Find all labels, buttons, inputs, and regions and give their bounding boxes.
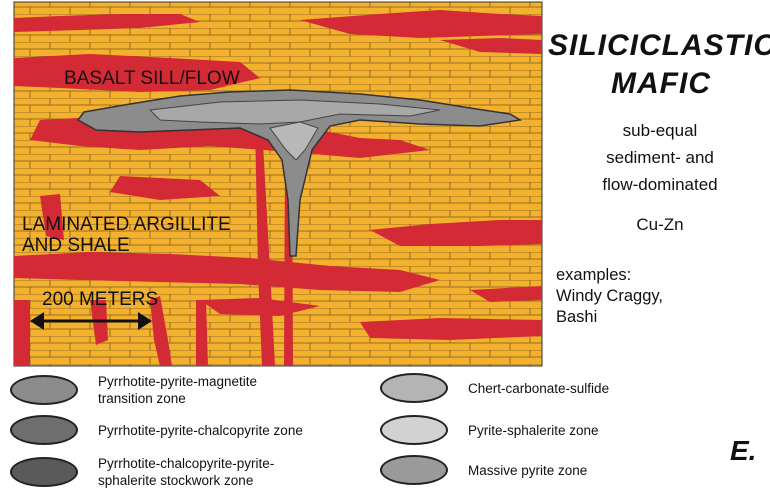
legend-item: Pyrrhotite-pyrite-chalcopyrite zone — [10, 415, 303, 445]
legend-item: Pyrrhotite-chalcopyrite-pyrite- sphaleri… — [10, 455, 274, 489]
title-line2: MAFIC — [611, 67, 711, 100]
examples-line2: Bashi — [556, 308, 598, 326]
basalt-layers — [14, 10, 542, 366]
desc-line2: sediment- and — [606, 148, 714, 167]
legend-item: Massive pyrite zone — [380, 455, 587, 485]
cross-section-diagram: BASALT SILL/FLOW LAMINATED ARGILLITE AND… — [13, 1, 543, 367]
legend-swatch — [10, 457, 78, 487]
legend-swatch — [380, 415, 448, 445]
argillite-label-line1: LAMINATED ARGILLITE — [22, 214, 231, 235]
legend-label: Pyrrhotite-chalcopyrite-pyrite- sphaleri… — [98, 456, 275, 488]
scale-label: 200 METERS — [42, 289, 158, 310]
sulfide-lens — [76, 89, 523, 257]
legend-item: Pyrrhotite-pyrite-magnetite transition z… — [10, 373, 257, 407]
legend-label: Pyrrhotite-pyrite-magnetite transition z… — [98, 374, 258, 406]
desc-line3: flow-dominated — [602, 175, 718, 194]
basalt-label: BASALT SILL/FLOW — [64, 68, 240, 89]
legend-label: Pyrite-sphalerite zone — [468, 422, 599, 438]
examples-line1: Windy Craggy, — [556, 287, 663, 305]
examples-label: examples: — [556, 266, 632, 284]
title-line1: SILICICLASTIC — [548, 29, 770, 62]
argillite-label-line2: AND SHALE — [22, 235, 130, 256]
legend-swatch — [380, 373, 448, 403]
legend-swatch — [10, 415, 78, 445]
legend-label: Massive pyrite zone — [468, 462, 588, 478]
desc-line1: sub-equal — [622, 121, 698, 140]
legend-swatch — [10, 375, 78, 405]
legend-item: Pyrite-sphalerite zone — [380, 415, 599, 445]
scale-arrow — [30, 312, 152, 330]
deposit-type: Cu-Zn — [636, 215, 684, 234]
legend-swatch — [380, 455, 448, 485]
sulfide-inner-zone — [148, 99, 441, 125]
legend-label: Chert-carbonate-sulfide — [468, 380, 610, 396]
legend-item: Chert-carbonate-sulfide — [380, 373, 609, 403]
panel-letter: E. — [730, 435, 757, 466]
examples: examples: Windy Craggy, Bashi — [556, 265, 663, 328]
sulfide-core — [269, 121, 319, 161]
legend-label: Pyrrhotite-pyrite-chalcopyrite zone — [98, 422, 303, 438]
